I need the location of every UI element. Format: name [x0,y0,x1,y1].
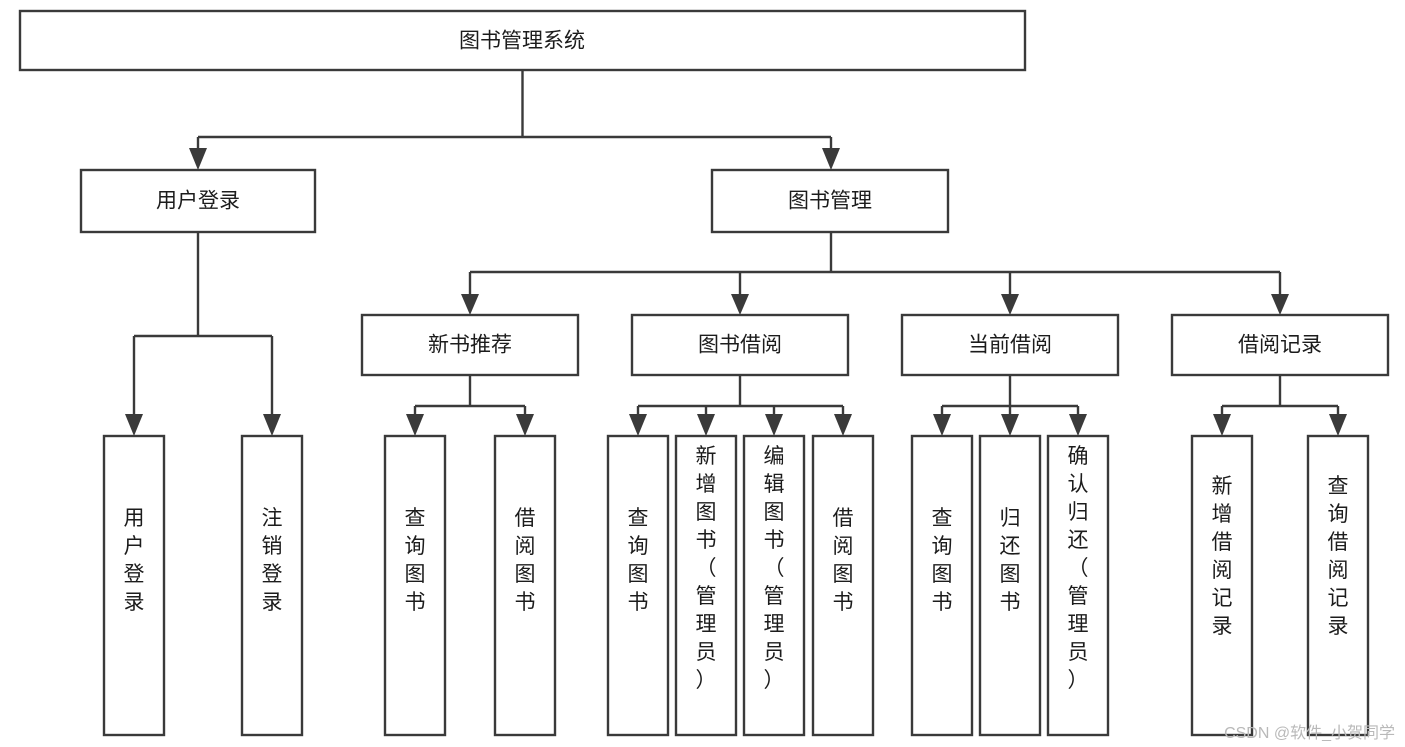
node-book-borrow-label: 图书借阅 [698,334,782,357]
node-leaf-confirm-return-label: 确认归还（管理员） [1068,445,1089,692]
arrow-head-current-leaf2 [1001,414,1019,436]
node-user-login-label: 用户登录 [156,190,240,213]
arrow-head-record-leaf2 [1329,414,1347,436]
arrow-head-new-book-rec [461,294,479,315]
node-leaf-query-book-rec[interactable]: 查询图书 [383,434,447,737]
node-leaf-query-borrow-record[interactable]: 查询借阅记录 [1306,434,1370,737]
arrow-head-rec-leaf1 [406,414,424,436]
node-leaf-query-book-rec-box [383,434,447,737]
node-book-borrow[interactable]: 图书借阅 [630,313,850,377]
arrow-head-rec-leaf2 [516,414,534,436]
connector-layer [125,70,1347,436]
node-leaf-query-borrow-record-box [1306,434,1370,737]
node-root-box [18,9,1027,72]
arrow-head-current-leaf1 [933,414,951,436]
arrow-head-borrow-record [1271,294,1289,315]
node-borrow-record[interactable]: 借阅记录 [1170,313,1390,377]
node-leaf-add-borrow-record-box [1190,434,1254,737]
arrow-head-leaf-logout [263,414,281,436]
arrow-head-leaf-user-login [125,414,143,436]
node-leaf-borrow-book-rec-box [493,434,557,737]
watermark-csdn: CSDN @软件_小贺同学 [1224,725,1395,742]
arrow-head-book-borrow [731,294,749,315]
node-book-management-box [710,168,950,234]
node-leaf-user-login[interactable]: 用户登录 [102,434,166,737]
node-leaf-logout-box [240,434,304,737]
node-current-borrow-box [900,313,1120,377]
arrow-head-record-leaf1 [1213,414,1231,436]
node-leaf-edit-book-label: 编辑图书（管理员） [764,445,785,692]
node-book-management[interactable]: 图书管理 [710,168,950,234]
arrow-head-borrow-leaf4 [834,414,852,436]
node-book-borrow-box [630,313,850,377]
node-leaf-query-borrow-record-label: 查询借阅记录 [1328,475,1349,638]
node-leaf-query-book-rec-label: 查询图书 [405,507,426,614]
node-user-login-box [79,168,317,234]
node-leaf-query-book-current-label: 查询图书 [932,507,953,614]
arrow-head-current-borrow [1001,294,1019,315]
node-leaf-borrow-book-rec[interactable]: 借阅图书 [493,434,557,737]
node-root-label: 图书管理系统 [459,30,585,53]
node-current-borrow-label: 当前借阅 [968,334,1052,357]
node-leaf-query-book-current-box [910,434,974,737]
node-leaf-borrow-book[interactable]: 借阅图书 [811,434,875,737]
node-leaf-user-login-label: 用户登录 [124,507,145,614]
node-leaf-logout[interactable]: 注销登录 [240,434,304,737]
node-leaf-borrow-book-box [811,434,875,737]
node-leaf-add-book-box [674,434,738,737]
arrow-head-book-mgmt [822,148,840,170]
arrow-head-borrow-leaf2 [697,414,715,436]
node-book-management-label: 图书管理 [788,190,872,213]
node-leaf-logout-label: 注销登录 [262,507,283,614]
node-borrow-record-label: 借阅记录 [1238,334,1322,357]
node-leaf-confirm-return[interactable]: 确认归还（管理员） [1046,434,1110,737]
node-leaf-add-borrow-record-label: 新增借阅记录 [1212,475,1233,638]
node-leaf-confirm-return-box [1046,434,1110,737]
node-current-borrow[interactable]: 当前借阅 [900,313,1120,377]
node-new-book-recommend-label: 新书推荐 [428,334,512,357]
node-leaf-edit-book[interactable]: 编辑图书（管理员） [742,434,806,737]
arrow-head-borrow-leaf3 [765,414,783,436]
arrow-head-user-login [189,148,207,170]
node-leaf-add-book-label: 新增图书（管理员） [696,445,717,692]
node-leaf-borrow-book-rec-label: 借阅图书 [515,507,536,614]
node-leaf-add-book[interactable]: 新增图书（管理员） [674,434,738,737]
node-new-book-recommend-box [360,313,580,377]
node-root-system[interactable]: 图书管理系统 [18,9,1027,72]
node-leaf-query-book-borrow-box [606,434,670,737]
arrow-head-current-leaf3 [1069,414,1087,436]
node-leaf-user-login-box [102,434,166,737]
node-leaf-return-book[interactable]: 归还图书 [978,434,1042,737]
node-leaf-query-book-borrow[interactable]: 查询图书 [606,434,670,737]
node-user-login[interactable]: 用户登录 [79,168,317,234]
node-leaf-edit-book-box [742,434,806,737]
node-leaf-borrow-book-label: 借阅图书 [833,507,854,614]
node-leaf-return-book-box [978,434,1042,737]
node-leaf-query-book-borrow-label: 查询图书 [628,507,649,614]
node-leaf-query-book-current[interactable]: 查询图书 [910,434,974,737]
node-leaf-add-borrow-record[interactable]: 新增借阅记录 [1190,434,1254,737]
node-new-book-recommend[interactable]: 新书推荐 [360,313,580,377]
node-borrow-record-box [1170,313,1390,377]
node-leaf-return-book-label: 归还图书 [1000,507,1021,614]
arrow-head-borrow-leaf1 [629,414,647,436]
